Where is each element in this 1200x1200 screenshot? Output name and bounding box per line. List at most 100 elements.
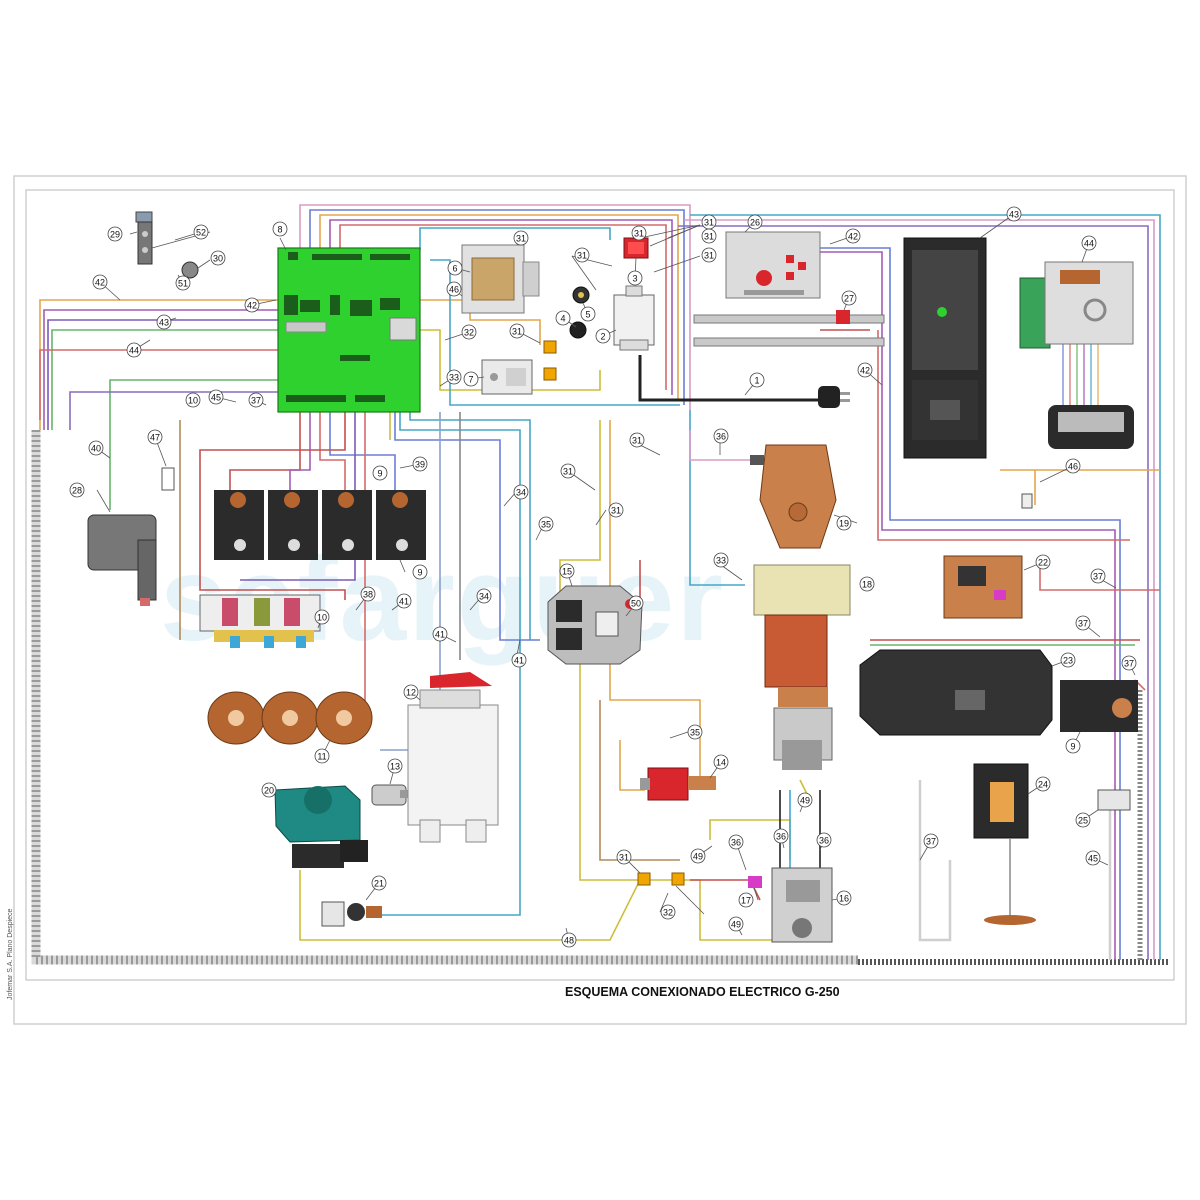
callout-circle (749, 372, 765, 388)
callout-7: 7 (463, 371, 479, 387)
callout-label: 19 (839, 519, 849, 529)
callout-label: 29 (110, 230, 120, 240)
callout-label: 31 (563, 467, 573, 477)
callout-18: 18 (859, 576, 875, 592)
callout-31: 31 (513, 230, 529, 246)
extractor-fan (274, 785, 368, 868)
callout-29: 29 (107, 226, 123, 242)
callout-circle (816, 832, 832, 848)
callout-label: 34 (516, 488, 526, 498)
callout-21: 21 (371, 875, 387, 891)
callout-9: 9 (372, 465, 388, 481)
callout-circle (126, 342, 142, 358)
callout-16: 16 (836, 890, 852, 906)
callout-label: 37 (1093, 572, 1103, 582)
solid-state-relay (481, 359, 533, 395)
callout-label: 3 (632, 274, 637, 284)
callout-label: 9 (417, 568, 422, 578)
callout-17: 17 (738, 892, 754, 908)
callout-circle (738, 892, 754, 908)
callout-25: 25 (1075, 812, 1091, 828)
callout-circle (107, 226, 123, 242)
callout-circle (511, 652, 527, 668)
callout-31: 31 (574, 247, 590, 263)
callout-circle (836, 515, 852, 531)
callout-circle (713, 428, 729, 444)
callout-37: 37 (248, 392, 264, 408)
callout-35: 35 (538, 516, 554, 532)
callout-label: 21 (374, 879, 384, 889)
callout-label: 10 (317, 613, 327, 623)
callout-13: 13 (387, 758, 403, 774)
callout-label: 7 (468, 375, 473, 385)
sensors-top-left (135, 211, 199, 279)
callout-26: 26 (747, 214, 763, 230)
callout-label: 45 (1088, 854, 1098, 864)
callout-9: 9 (1065, 738, 1081, 754)
cup-drop-motor (1060, 680, 1138, 732)
callout-circle (1121, 655, 1137, 671)
callout-label: 32 (663, 908, 673, 918)
callout-label: 31 (577, 251, 587, 261)
callout-label: 35 (690, 728, 700, 738)
callout-label: 31 (619, 853, 629, 863)
bill-validator (1019, 261, 1134, 449)
callout-31: 31 (701, 228, 717, 244)
callout-circle (156, 314, 172, 330)
callout-circle (629, 432, 645, 448)
callout-label: 37 (926, 837, 936, 847)
callout-label: 16 (839, 894, 849, 904)
callout-label: 28 (72, 486, 82, 496)
callout-label: 5 (585, 310, 590, 320)
callout-20: 20 (261, 782, 277, 798)
callout-circle (403, 684, 419, 700)
callout-circle (1081, 235, 1097, 251)
main-control-board (277, 247, 421, 413)
callout-circle (446, 281, 462, 297)
callout-27: 27 (841, 290, 857, 306)
callout-label: 41 (514, 656, 524, 666)
callout-43: 43 (1006, 206, 1022, 222)
callout-label: 35 (541, 520, 551, 530)
callout-30: 30 (210, 250, 226, 266)
callout-label: 2 (600, 332, 605, 342)
callout-label: 36 (776, 832, 786, 842)
callout-23: 23 (1060, 652, 1076, 668)
callout-label: 42 (247, 301, 257, 311)
callout-label: 18 (862, 580, 872, 590)
microswitch (748, 876, 762, 888)
callout-41: 41 (511, 652, 527, 668)
callout-12: 12 (403, 684, 419, 700)
callout-circle (574, 247, 590, 263)
callout-label: 44 (129, 346, 139, 356)
callout-label: 43 (159, 318, 169, 328)
callout-circle (728, 834, 744, 850)
callout-circle (88, 440, 104, 456)
callout-49: 49 (690, 848, 706, 864)
mains-filter (613, 285, 655, 351)
callout-label: 44 (1084, 239, 1094, 249)
callout-31: 31 (701, 247, 717, 263)
callout-label: 31 (516, 234, 526, 244)
callout-19: 19 (836, 515, 852, 531)
callout-31: 31 (509, 323, 525, 339)
callout-label: 31 (704, 218, 714, 228)
callout-circle (845, 228, 861, 244)
callout-33: 33 (446, 369, 462, 385)
callout-circle (1060, 652, 1076, 668)
callout-label: 31 (611, 506, 621, 516)
callout-label: 4 (560, 314, 565, 324)
callout-2: 2 (595, 328, 611, 344)
coffee-grinder (753, 564, 851, 770)
callout-circle (387, 758, 403, 774)
callout-circle (560, 463, 576, 479)
callout-label: 6 (452, 264, 457, 274)
callout-circle (371, 875, 387, 891)
callout-circle (580, 306, 596, 322)
callout-label: 46 (449, 285, 459, 295)
callout-label: 42 (95, 278, 105, 288)
power-board (725, 231, 821, 299)
callout-42: 42 (845, 228, 861, 244)
callout-label: 20 (264, 786, 274, 796)
